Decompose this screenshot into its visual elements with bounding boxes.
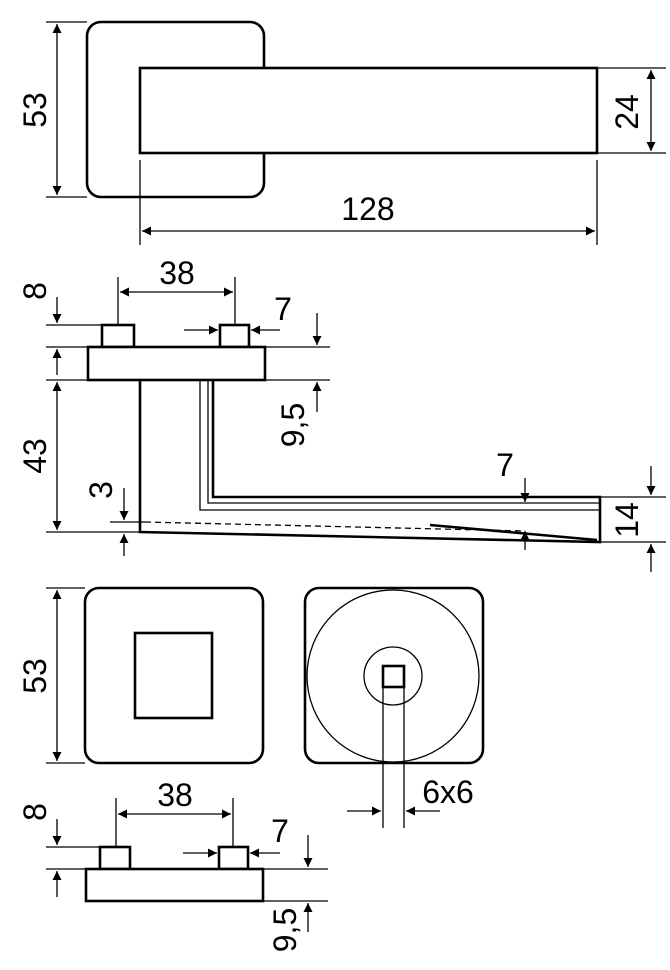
dim-side-lever-wall: 7 [496,447,514,483]
top-lever [138,66,599,155]
dim-side-stud-width: 7 [274,291,292,327]
front-spindle-square [381,664,406,689]
bottom-stud-right [217,845,250,871]
dim-side-rose-thickness: 8 [17,282,53,300]
bottom-view: 38 8 7 9,5 [17,777,328,952]
front-rose-left [83,586,265,765]
side-lever-chamfer [429,523,598,542]
front-square-boss [133,631,214,720]
front-rose-right [303,586,485,765]
dim-bottom-offset: 9,5 [267,908,303,952]
dim-side-height: 43 [17,438,53,474]
side-stud-right [218,323,251,349]
dim-front-rose-height: 53 [17,658,53,694]
dim-side-drop: 3 [83,481,119,499]
side-lever-hidden-line [144,521,526,532]
dim-front-square: 6x6 [422,774,474,810]
top-view: 53 24 128 [17,20,666,245]
bottom-stud-left [98,845,132,871]
side-lever-outline [138,380,602,544]
dim-side-offset: 9,5 [275,403,311,447]
side-stud-left [100,323,136,349]
front-spindle-circle [363,646,423,706]
dim-bottom-rose-thickness: 8 [17,803,53,821]
dim-top-lever-height: 24 [609,94,645,130]
dim-top-lever-length: 128 [341,191,394,227]
side-rose [86,345,267,382]
front-view-right: 6x6 [303,586,485,828]
bottom-rose [84,867,265,903]
dim-side-spacing: 38 [159,255,195,291]
side-view: 38 8 43 3 7 9,5 7 14 [17,255,666,572]
dim-side-lever-tip: 14 [609,502,645,538]
dim-bottom-spacing: 38 [157,777,193,813]
dim-top-rose-height: 53 [17,92,53,128]
side-lever-inner [199,380,600,511]
dim-bottom-stud-width: 7 [271,813,289,849]
front-view-left: 53 [17,586,265,765]
front-rose-circle [306,589,480,763]
